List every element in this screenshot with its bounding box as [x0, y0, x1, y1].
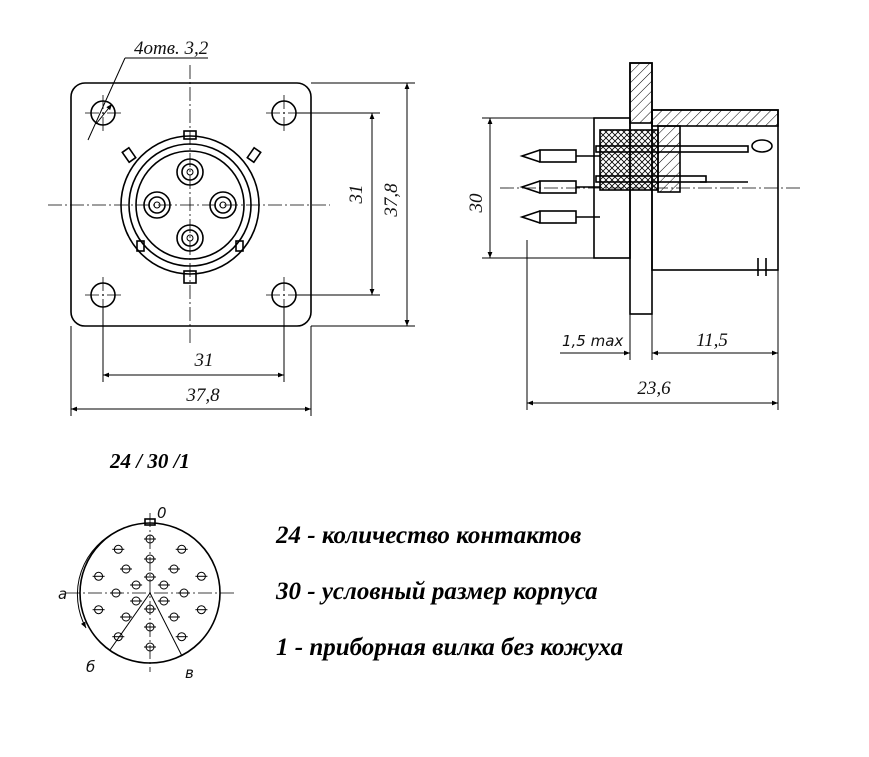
- dim-outer-vertical: 37,8: [381, 183, 402, 218]
- label-b: б: [86, 658, 95, 676]
- dim-inner-vertical: 31: [346, 185, 367, 205]
- legend-item-type: 1 - приборная вилка без кожуха: [276, 634, 624, 661]
- dim-height: 30: [466, 193, 487, 214]
- dim-flange: 1,5 max: [562, 332, 623, 350]
- legend-item-size: 30 - условный размер корпуса: [276, 578, 598, 605]
- front-contacts: [143, 158, 237, 252]
- flange-outline: [70, 82, 312, 327]
- front-view: 4отв. 3,2 31 37,8 31 37,8: [48, 38, 415, 416]
- legend-item-contacts: 24 - количество контактов: [276, 522, 582, 549]
- holes-note: 4отв. 3,2: [134, 38, 209, 59]
- dim-inner-horizontal: 31: [194, 350, 214, 371]
- dim-total: 23,6: [637, 378, 671, 399]
- dim-body: 11,5: [696, 330, 728, 351]
- label-v: в: [185, 664, 194, 682]
- pin-layout: 0 а б в: [58, 504, 234, 682]
- designation-code: 24 / 30 /1: [109, 449, 190, 473]
- angle-label: 0: [157, 504, 167, 522]
- dim-outer-horizontal: 37,8: [185, 385, 220, 406]
- side-view: 30 1,5 max 11,5 23,6: [466, 62, 800, 410]
- side-pins: [519, 145, 749, 224]
- label-a: а: [58, 585, 67, 603]
- mounting-holes: [85, 95, 302, 313]
- body-outer-ring: [120, 135, 260, 275]
